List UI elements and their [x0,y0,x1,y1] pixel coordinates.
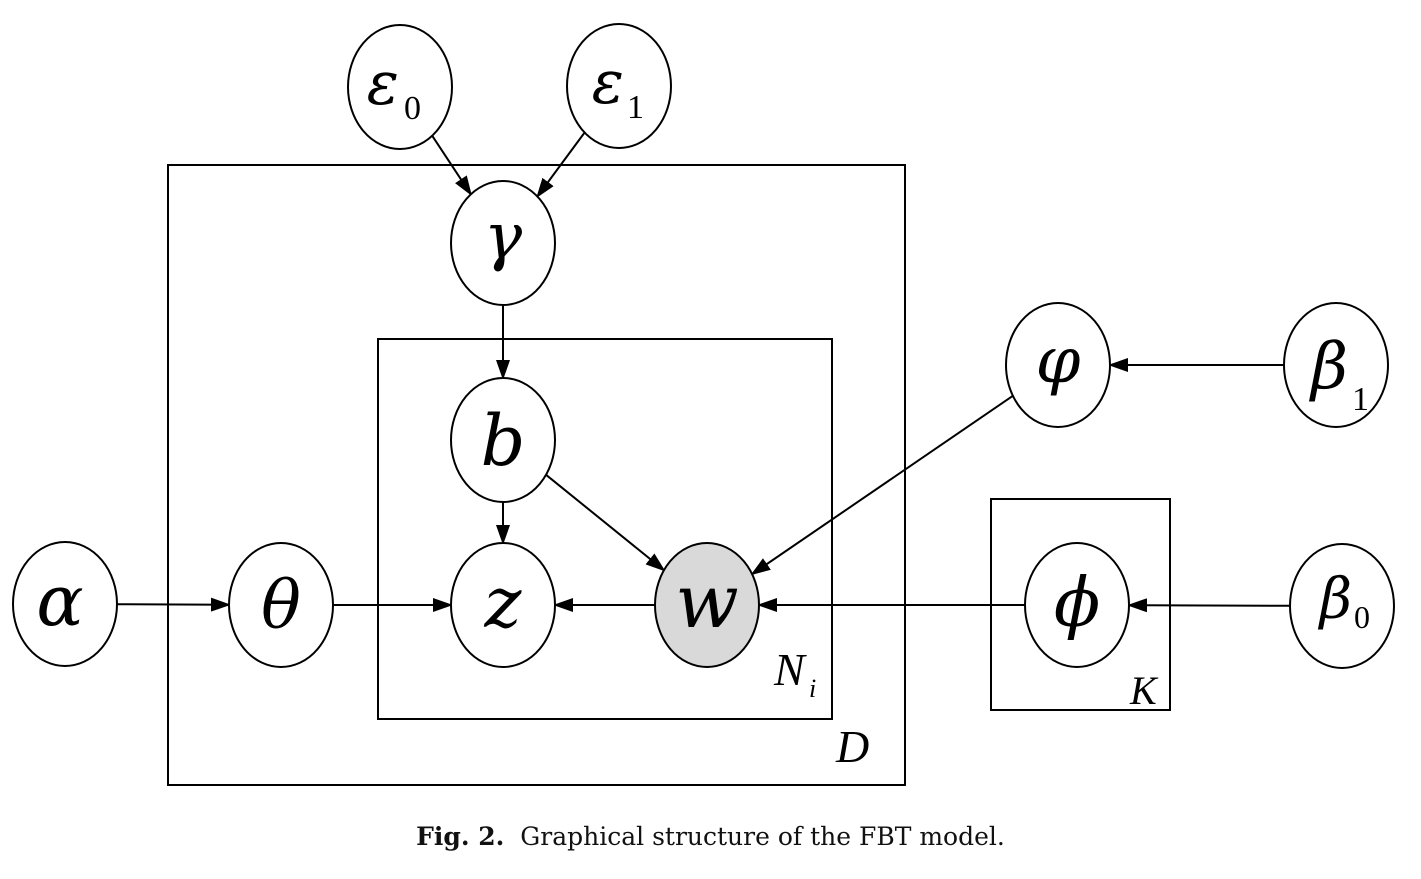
node-beta1-symbol: β [1309,330,1348,404]
node-alpha: α [12,541,118,667]
edge-epsilon0-to-gamma [431,135,472,196]
node-epsilon1-circle [566,23,672,149]
node-epsilon1: ε 1 [566,23,672,149]
node-alpha-symbol: α [36,560,83,642]
plate-words-label-group: N i [773,644,816,703]
node-b-symbol: b [481,400,526,482]
caption-label: Fig. 2. [416,822,505,851]
node-beta1: β 1 [1283,302,1389,428]
node-varphi-circle [1005,302,1111,428]
node-phi: ϕ [1024,542,1130,668]
node-gamma: γ [450,180,556,306]
node-epsilon1-subscript: 1 [627,89,644,126]
node-epsilon0-circle [347,24,453,150]
node-epsilon0-subscript: 0 [404,90,421,127]
edge-varphi-to-w [750,395,1014,576]
node-beta0: β 0 [1289,543,1395,669]
node-beta0-circle [1289,543,1395,669]
node-theta-symbol: θ [261,567,301,644]
edge-alpha-to-theta [116,597,232,612]
node-w: w [654,542,760,668]
node-beta1-subscript: 1 [1352,381,1369,418]
plate-topics-label: K [1129,668,1159,713]
node-phi-symbol: ϕ [1054,564,1100,643]
edge-b-to-w [545,474,666,572]
node-z-symbol: z [484,562,523,644]
node-b-circle [450,377,556,503]
node-beta0-symbol: β [1318,567,1352,632]
node-varphi-symbol: φ [1036,324,1081,398]
node-epsilon0-symbol: ε [367,49,399,119]
node-z: z [450,542,556,668]
node-z-circle [450,542,556,668]
plate-words [377,338,833,720]
node-beta0-subscript: 0 [1354,599,1370,635]
node-epsilon1-symbol: ε [592,48,624,118]
edge-epsilon1-to-gamma [536,131,586,199]
node-varphi: φ [1005,302,1111,428]
node-epsilon0: ε 0 [347,24,453,150]
node-w-circle [654,542,760,668]
plate-words-label: N [773,644,807,695]
node-alpha-circle [12,541,118,667]
node-theta: θ [228,542,334,668]
plate-documents-label: D [835,721,869,772]
edges [116,131,1291,613]
caption-text: Graphical structure of the FBT model. [520,822,1005,851]
edge-beta0-to-phi [1126,598,1291,613]
node-beta1-circle [1283,302,1389,428]
plate-words-subscript: i [809,674,816,703]
plate-documents [167,164,906,786]
node-gamma-symbol: γ [484,200,523,274]
node-w-symbol: w [675,559,738,645]
node-b: b [450,377,556,503]
node-gamma-circle [450,180,556,306]
node-phi-circle [1024,542,1130,668]
node-theta-circle [228,542,334,668]
figure-caption: Fig. 2. Graphical structure of the FBT m… [0,822,1421,851]
